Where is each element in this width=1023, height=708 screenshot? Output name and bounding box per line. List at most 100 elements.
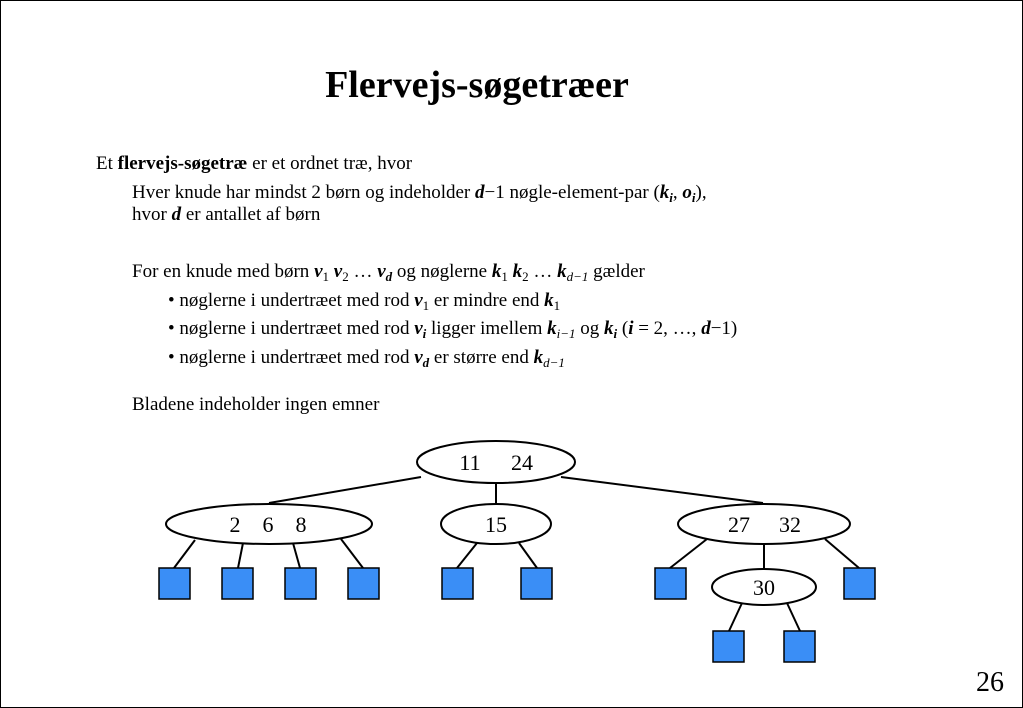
leaf-node xyxy=(221,567,254,600)
key-right-2: 32 xyxy=(779,512,801,537)
leaf-node xyxy=(843,567,876,600)
var-d: d xyxy=(701,318,711,339)
sub-1: 1 xyxy=(322,269,330,284)
sub-d: d xyxy=(385,269,393,284)
var-k: k xyxy=(544,290,554,311)
rules-head: For en knude med børn v1 v2 … vd og nøgl… xyxy=(132,261,645,283)
leaf-node xyxy=(783,630,816,663)
var-o: o xyxy=(682,182,692,203)
sub-i: i xyxy=(669,190,673,205)
sub-2: 2 xyxy=(342,269,349,284)
rules-text: For en knude med børn xyxy=(132,261,315,282)
var-k: k xyxy=(533,347,544,368)
bullet-text: er mindre end xyxy=(429,290,545,311)
edge-mid-leaf1 xyxy=(456,542,478,569)
bullet-text: • nøglerne i undertræet med rod xyxy=(168,318,415,339)
bullet-text: −1) xyxy=(710,318,738,339)
edge-inner-leaf1 xyxy=(728,602,743,632)
var-k: k xyxy=(659,182,670,203)
leaf-node xyxy=(520,567,553,600)
bullet-text: ( xyxy=(617,318,629,339)
key-left-3: 8 xyxy=(296,512,307,537)
leaf-node xyxy=(347,567,380,600)
rules-text: gælder xyxy=(588,261,645,282)
node-root xyxy=(416,440,576,484)
intro-line: Et flervejs-søgetræ er et ordnet træ, hv… xyxy=(96,153,412,175)
def-text-e: er antallet af børn xyxy=(181,204,321,225)
var-v: v xyxy=(414,318,423,339)
var-i: i xyxy=(628,318,634,339)
var-v: v xyxy=(377,261,386,282)
var-k: k xyxy=(491,261,502,282)
var-v: v xyxy=(314,261,323,282)
var-k: k xyxy=(547,318,557,339)
leaf-node xyxy=(441,567,474,600)
node-mid xyxy=(440,503,552,545)
sub-d-minus-1: d−1 xyxy=(543,355,565,370)
def-text-d: hvor xyxy=(132,204,172,225)
edge-left-leaf3 xyxy=(292,542,301,569)
key-left-1: 2 xyxy=(230,512,241,537)
leaf-node xyxy=(158,567,191,600)
slide-title: Flervejs-søgetræer xyxy=(325,64,629,106)
sub-1: 1 xyxy=(553,298,561,313)
node-right xyxy=(677,503,851,545)
intro-post: er et ordnet træ, hvor xyxy=(247,153,413,174)
bullet-text: ligger imellem xyxy=(426,318,548,339)
node-inner xyxy=(711,568,817,606)
sub-i: i xyxy=(691,190,696,205)
edge-right-leaf1 xyxy=(669,538,708,569)
var-d: d xyxy=(474,182,485,203)
intro-pre: Et xyxy=(96,153,118,174)
key-root-1: 11 xyxy=(459,450,480,475)
def-line-1: Hver knude har mindst 2 børn og indehold… xyxy=(132,182,707,204)
var-k: k xyxy=(603,318,614,339)
key-right-1: 27 xyxy=(728,512,750,537)
edge-mid-leaf2 xyxy=(518,542,538,569)
def-comma: , xyxy=(672,182,683,203)
leaf-node xyxy=(654,567,687,600)
edge-root-left xyxy=(268,476,422,504)
sub-1: 1 xyxy=(422,298,430,313)
bullet-text: og xyxy=(575,318,604,339)
bullet-3: • nøglerne i undertræet med rod vd er st… xyxy=(168,347,565,369)
sub-d-minus-1: d−1 xyxy=(566,269,589,284)
key-left-2: 6 xyxy=(263,512,274,537)
key-mid-1: 15 xyxy=(485,512,507,537)
bullet-text: = 2, …, xyxy=(633,318,702,339)
var-k: k xyxy=(512,261,523,282)
bullet-text: • nøglerne i undertræet med rod xyxy=(168,290,415,311)
def-line-2: hvor d er antallet af børn xyxy=(132,204,320,226)
leaf-node xyxy=(284,567,317,600)
key-root-2: 24 xyxy=(511,450,533,475)
def-text-b: −1 nøgle-element-par ( xyxy=(484,182,660,203)
sub-d: d xyxy=(422,355,430,370)
sub-i: i xyxy=(613,326,618,341)
tree-nodes xyxy=(165,440,851,606)
leaves-line: Bladene indeholder ingen emner xyxy=(132,394,380,415)
bullet-text: • nøglerne i undertræet med rod xyxy=(168,347,415,368)
tree-keys: 11 24 2 6 8 15 27 32 30 xyxy=(230,450,802,600)
edge-inner-leaf2 xyxy=(786,602,801,632)
tree-edges xyxy=(173,476,860,632)
dots: … xyxy=(348,261,378,282)
sub-2: 2 xyxy=(522,269,529,284)
var-v: v xyxy=(414,347,423,368)
key-inner-1: 30 xyxy=(753,575,775,600)
rules-text: og nøglerne xyxy=(392,261,492,282)
var-k: k xyxy=(557,261,567,282)
leaf-node xyxy=(712,630,745,663)
var-v: v xyxy=(414,290,423,311)
edge-right-leaf3 xyxy=(824,538,860,569)
bullet-1: • nøglerne i undertræet med rod v1 er mi… xyxy=(168,290,560,312)
var-v: v xyxy=(333,261,343,282)
sub-i-minus-1: i−1 xyxy=(556,326,576,341)
intro-term: flervejs-søgetræ xyxy=(117,153,248,174)
bullet-2: • nøglerne i undertræet med rod v i ligge… xyxy=(168,318,737,340)
dots: … xyxy=(528,261,558,282)
edge-left-leaf1 xyxy=(173,539,196,569)
bullet-text: er større end xyxy=(429,347,534,368)
tree-leaves xyxy=(158,567,876,663)
